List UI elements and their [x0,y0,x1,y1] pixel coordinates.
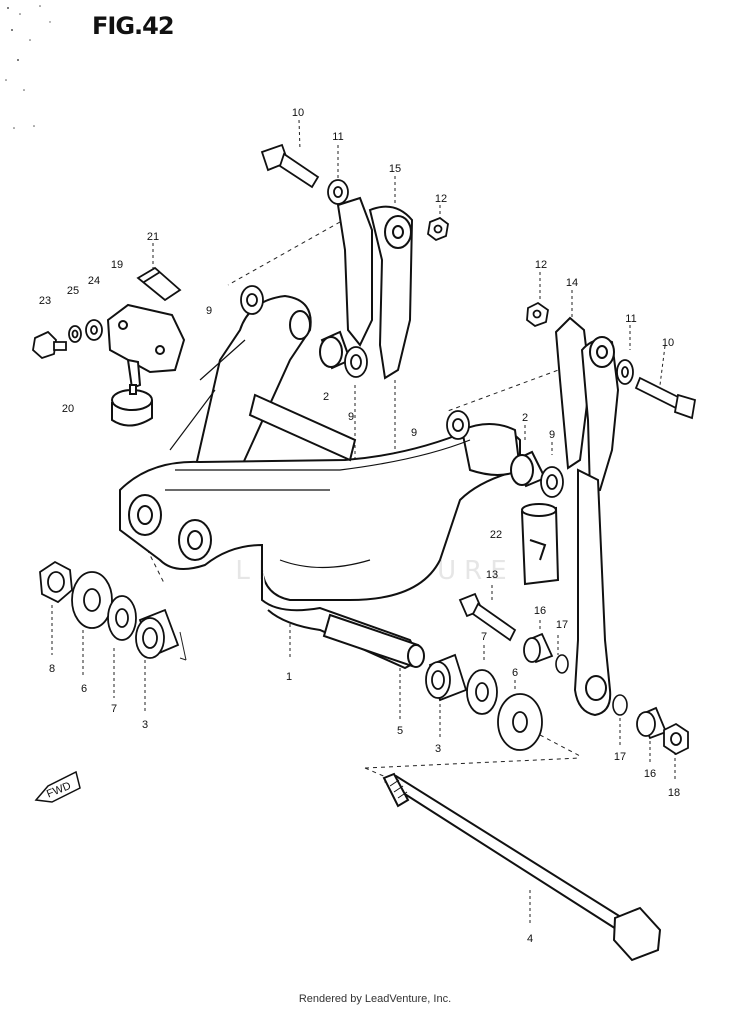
callout-24: 24 [88,275,100,287]
washer-9-left [240,285,264,315]
washer-7-left [107,595,137,641]
bearing-3-right [425,653,468,702]
washer-9-right [446,410,470,440]
shaft-5 [322,613,425,668]
bushing-16-upper [523,632,554,664]
callout-15: 15 [389,163,401,175]
callout-2-right: 2 [522,412,528,424]
washer-11-top [327,179,349,205]
callout-19: 19 [111,259,123,271]
washer-9-right-lower [540,466,564,498]
callout-10-right: 10 [662,337,674,349]
callout-9-right: 9 [549,429,555,441]
callout-4: 4 [527,933,533,945]
scan-speckle [5,5,51,129]
washer-7-right [466,669,498,715]
washer-24 [85,319,103,341]
callout-16-upper: 16 [534,605,546,617]
callout-9-left: 9 [206,305,212,317]
bushing-16-lower [636,706,668,740]
callout-1: 1 [286,671,292,683]
callout-23: 23 [39,295,51,307]
nut-18 [663,722,689,756]
callout-20: 20 [62,403,74,415]
block-19 [106,303,186,390]
collar-2-right [510,450,547,488]
callout-12-top: 12 [435,193,447,205]
link-rod [573,468,612,717]
callout-16-lower: 16 [644,768,656,780]
callout-22: 22 [490,529,502,541]
callout-7-right: 7 [481,631,487,643]
nut-8 [39,560,73,604]
callout-5: 5 [397,725,403,737]
callout-9-mid: 9 [411,427,417,439]
bolt-10-right [634,376,697,420]
callout-17-upper: 17 [556,619,568,631]
callout-9-upper: 9 [348,411,354,423]
callout-25: 25 [67,285,79,297]
bracket-15 [336,196,414,380]
callout-12-right: 12 [535,259,547,271]
figure-title: FIG.42 [92,12,175,40]
circlip-17-upper [555,654,569,674]
washer-11-right [616,359,634,385]
bearing-3-left [135,608,180,659]
bolt-10-top [260,143,320,189]
washer-6-right [497,693,543,751]
callout-13: 13 [486,569,498,581]
circlip-17-lower [612,694,628,716]
callout-17-lower: 17 [614,751,626,763]
washer-25 [68,325,82,343]
rubber-damper-20 [111,384,153,427]
callout-8: 8 [49,663,55,675]
pivot-bolt-thread [389,779,408,799]
bolt-23 [32,330,67,360]
callout-10-top: 10 [292,107,304,119]
cap-21 [136,266,182,302]
footer-credit: Rendered by LeadVenture, Inc. [298,993,452,1005]
callout-14: 14 [566,277,578,289]
callout-6-right: 6 [512,667,518,679]
callout-6-left: 6 [81,683,87,695]
leader-lines [51,119,676,925]
bracket-14 [554,316,620,494]
callout-21: 21 [147,231,159,243]
nut-12-top [427,216,449,242]
sleeve-22 [520,503,560,586]
callout-11-right: 11 [625,313,636,325]
callout-11-top: 11 [332,131,343,143]
callout-3-right: 3 [435,743,441,755]
callout-7-left: 7 [111,703,117,715]
callout-labels: 10 11 15 12 21 19 23 25 24 9 2 9 20 12 1… [39,107,680,945]
fwd-arrow-icon [34,770,81,803]
bolt-13 [458,592,517,642]
callout-2-upper: 2 [323,391,329,403]
callout-3-left: 3 [142,719,148,731]
washer-9-upper [344,346,368,378]
nut-12-right [526,301,549,328]
swing-arm-detail-lines [165,339,471,569]
callout-18: 18 [668,787,680,799]
washer-6-left [71,571,113,629]
pivot-bolt-4 [382,772,662,962]
